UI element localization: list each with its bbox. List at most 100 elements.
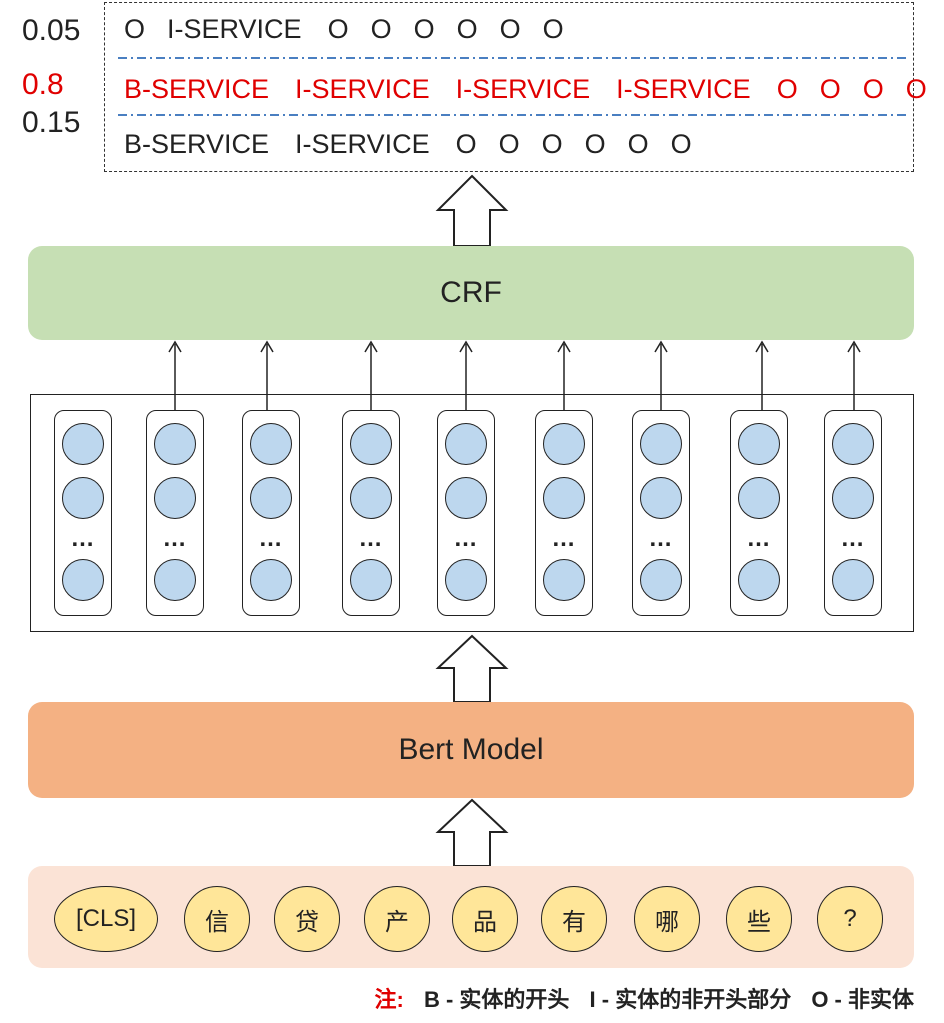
neuron-circle [543, 559, 585, 601]
hidden-state-column: … [437, 410, 495, 616]
tag-label: O [413, 14, 435, 44]
neuron-circle [62, 559, 104, 601]
neuron-circle [832, 423, 874, 465]
ellipsis-dots: … [746, 525, 772, 552]
input-token: 产 [364, 886, 430, 952]
tag-label: I-SERVICE [295, 129, 430, 159]
tag-label: O [542, 14, 564, 44]
block-arrow-up-icon [435, 174, 509, 247]
neuron-circle [350, 423, 392, 465]
tag-label: O [456, 14, 478, 44]
hidden-state-column: … [730, 410, 788, 616]
block-arrow-up-icon [435, 798, 509, 867]
ellipsis-dots: … [551, 525, 577, 552]
tag-label: B-SERVICE [124, 74, 270, 104]
neuron-circle [543, 477, 585, 519]
crf-layer: CRF [28, 246, 914, 340]
hidden-state-column: … [632, 410, 690, 616]
tag-label: O [370, 14, 392, 44]
neuron-circle [154, 423, 196, 465]
input-token: [CLS] [54, 886, 158, 952]
column-to-crf-arrows [168, 340, 861, 412]
neuron-circle [738, 477, 780, 519]
tag-label: O [124, 14, 146, 44]
neuron-circle [738, 559, 780, 601]
ellipsis-dots: … [648, 525, 674, 552]
tag-label: O [776, 74, 798, 104]
hidden-state-column: … [146, 410, 204, 616]
crf-label: CRF [440, 276, 502, 309]
neuron-circle [250, 423, 292, 465]
neuron-circle [445, 423, 487, 465]
neuron-circle [640, 477, 682, 519]
footnote-item-o: O - 非实体 [811, 987, 914, 1012]
tag-label: O [905, 74, 927, 104]
hidden-state-column: … [342, 410, 400, 616]
tag-label: O [327, 14, 349, 44]
tag-label: O [584, 129, 606, 159]
input-token: 品 [452, 886, 518, 952]
ellipsis-dots: … [358, 525, 384, 552]
tag-label: O [670, 129, 692, 159]
neuron-circle [250, 477, 292, 519]
row-separator [118, 57, 906, 59]
input-token: 些 [726, 886, 792, 952]
hidden-state-column: … [242, 410, 300, 616]
neuron-circle [640, 559, 682, 601]
tag-label: O [455, 129, 477, 159]
tag-label: I-SERVICE [455, 74, 591, 104]
row-separator [118, 114, 906, 116]
hidden-state-column: … [824, 410, 882, 616]
bert-label: Bert Model [398, 733, 544, 766]
ellipsis-dots: … [258, 525, 284, 552]
neuron-circle [350, 559, 392, 601]
tag-label: O [541, 129, 563, 159]
tag-label: I-SERVICE [616, 74, 751, 104]
neuron-circle [832, 559, 874, 601]
score-row-1: 0.05 [22, 14, 81, 47]
tag-label: O [819, 74, 841, 104]
ellipsis-dots: … [840, 525, 866, 552]
input-token: 有 [541, 886, 607, 952]
neuron-circle [154, 559, 196, 601]
neuron-circle [543, 423, 585, 465]
input-token: ? [817, 886, 883, 952]
output-label-box [104, 2, 914, 172]
neuron-circle [62, 477, 104, 519]
input-token: 哪 [634, 886, 700, 952]
input-token: 信 [184, 886, 250, 952]
score-row-3: 0.15 [22, 106, 81, 139]
tag-label: O [862, 74, 884, 104]
block-arrow-up-icon [435, 634, 509, 703]
tag-label: I-SERVICE [295, 74, 430, 104]
hidden-state-column: … [54, 410, 112, 616]
tag-label: O [499, 14, 521, 44]
footnote-lead: 注: [374, 987, 404, 1012]
neuron-circle [445, 477, 487, 519]
neuron-circle [62, 423, 104, 465]
neuron-circle [445, 559, 487, 601]
footnote-item-b: B - 实体的开头 [423, 987, 570, 1012]
neuron-circle [154, 477, 196, 519]
tag-label: I-SERVICE [167, 14, 302, 44]
bert-model-layer: Bert Model [28, 702, 914, 798]
ellipsis-dots: … [453, 525, 479, 552]
hidden-state-column: … [535, 410, 593, 616]
tag-label: B-SERVICE [124, 129, 270, 159]
ellipsis-dots: … [70, 525, 96, 552]
input-token: 贷 [274, 886, 340, 952]
neuron-circle [640, 423, 682, 465]
neuron-circle [350, 477, 392, 519]
neuron-circle [832, 477, 874, 519]
hidden-layer-box [30, 394, 914, 632]
neuron-circle [738, 423, 780, 465]
tag-label: O [627, 129, 649, 159]
legend-footnote: 注: B - 实体的开头 I - 实体的非开头部分 O - 非实体 [375, 982, 915, 1014]
footnote-item-i: I - 实体的非开头部分 [589, 987, 792, 1012]
tag-label: O [498, 129, 520, 159]
score-row-2: 0.8 [22, 68, 64, 101]
neuron-circle [250, 559, 292, 601]
